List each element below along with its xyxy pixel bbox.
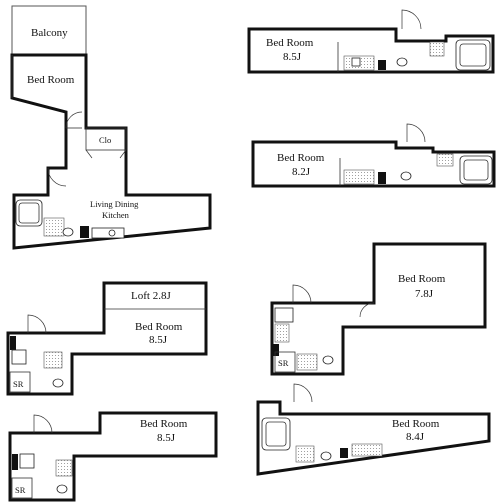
unit-e-outline: [6, 281, 208, 396]
unit-f-bathtub: [261, 417, 291, 451]
unit-e-plan: Loft 2.8J Bed Room 8.5J SR: [6, 281, 208, 396]
closet-label: Clo: [99, 135, 111, 145]
unit-g-toilet: [56, 484, 68, 494]
balcony-label: Balcony: [31, 27, 68, 39]
unit-d-bedroom-label: Bed Room: [398, 273, 446, 285]
unit-b-outline: [247, 27, 495, 74]
unit-d-plan: Bed Room 7.8J SR: [270, 242, 487, 376]
toilet: [62, 227, 74, 237]
unit-e-bedroom-label: Bed Room: [135, 321, 183, 333]
unit-e-loft-label: Loft 2.8J: [131, 290, 171, 302]
unit-f-toilet: [320, 451, 332, 461]
unit-c-bedroom-label: Bed Room: [277, 152, 325, 164]
unit-b-bathtub: [455, 39, 491, 71]
unit-d-size-label: 7.8J: [415, 288, 434, 300]
bathtub: [15, 199, 43, 227]
unit-e-toilet: [52, 378, 64, 388]
kitchen-label: Kitchen: [102, 210, 130, 220]
unit-a-plan: Balcony Bed Room Clo Living Dining Kitch…: [10, 5, 212, 250]
unit-f-size-label: 8.4J: [406, 431, 425, 443]
unit-b-bedroom-label: Bed Room: [266, 37, 314, 49]
unit-c-plan: Bed Room 8.2J: [251, 123, 496, 188]
unit-e-sr-label: SR: [13, 379, 24, 389]
unit-g-bedroom-label: Bed Room: [140, 418, 188, 430]
unit-g-plan: Bed Room 8.5J SR: [8, 411, 218, 502]
unit-c-size-label: 8.2J: [292, 166, 311, 178]
living-dining-label: Living Dining: [90, 199, 139, 209]
unit-b-plan: Bed Room 8.5J: [247, 9, 495, 74]
bedroom-label: Bed Room: [27, 74, 75, 86]
unit-e-size-label: 8.5J: [149, 334, 168, 346]
unit-c-bathtub: [459, 155, 493, 185]
unit-d-outline: [270, 242, 487, 376]
unit-b-size-label: 8.5J: [283, 51, 302, 63]
unit-f-bedroom-label: Bed Room: [392, 418, 440, 430]
unit-g-size-label: 8.5J: [157, 432, 176, 444]
unit-f-outline: [256, 400, 491, 476]
unit-c-outline: [251, 140, 496, 188]
unit-b-toilet: [396, 57, 408, 67]
unit-d-sr-label: SR: [278, 358, 289, 368]
unit-f-plan: Bed Room 8.4J: [256, 383, 491, 476]
unit-g-sr-label: SR: [15, 485, 26, 495]
unit-d-toilet: [322, 355, 334, 365]
unit-c-toilet: [400, 171, 412, 181]
unit-g-outline: [8, 411, 218, 502]
